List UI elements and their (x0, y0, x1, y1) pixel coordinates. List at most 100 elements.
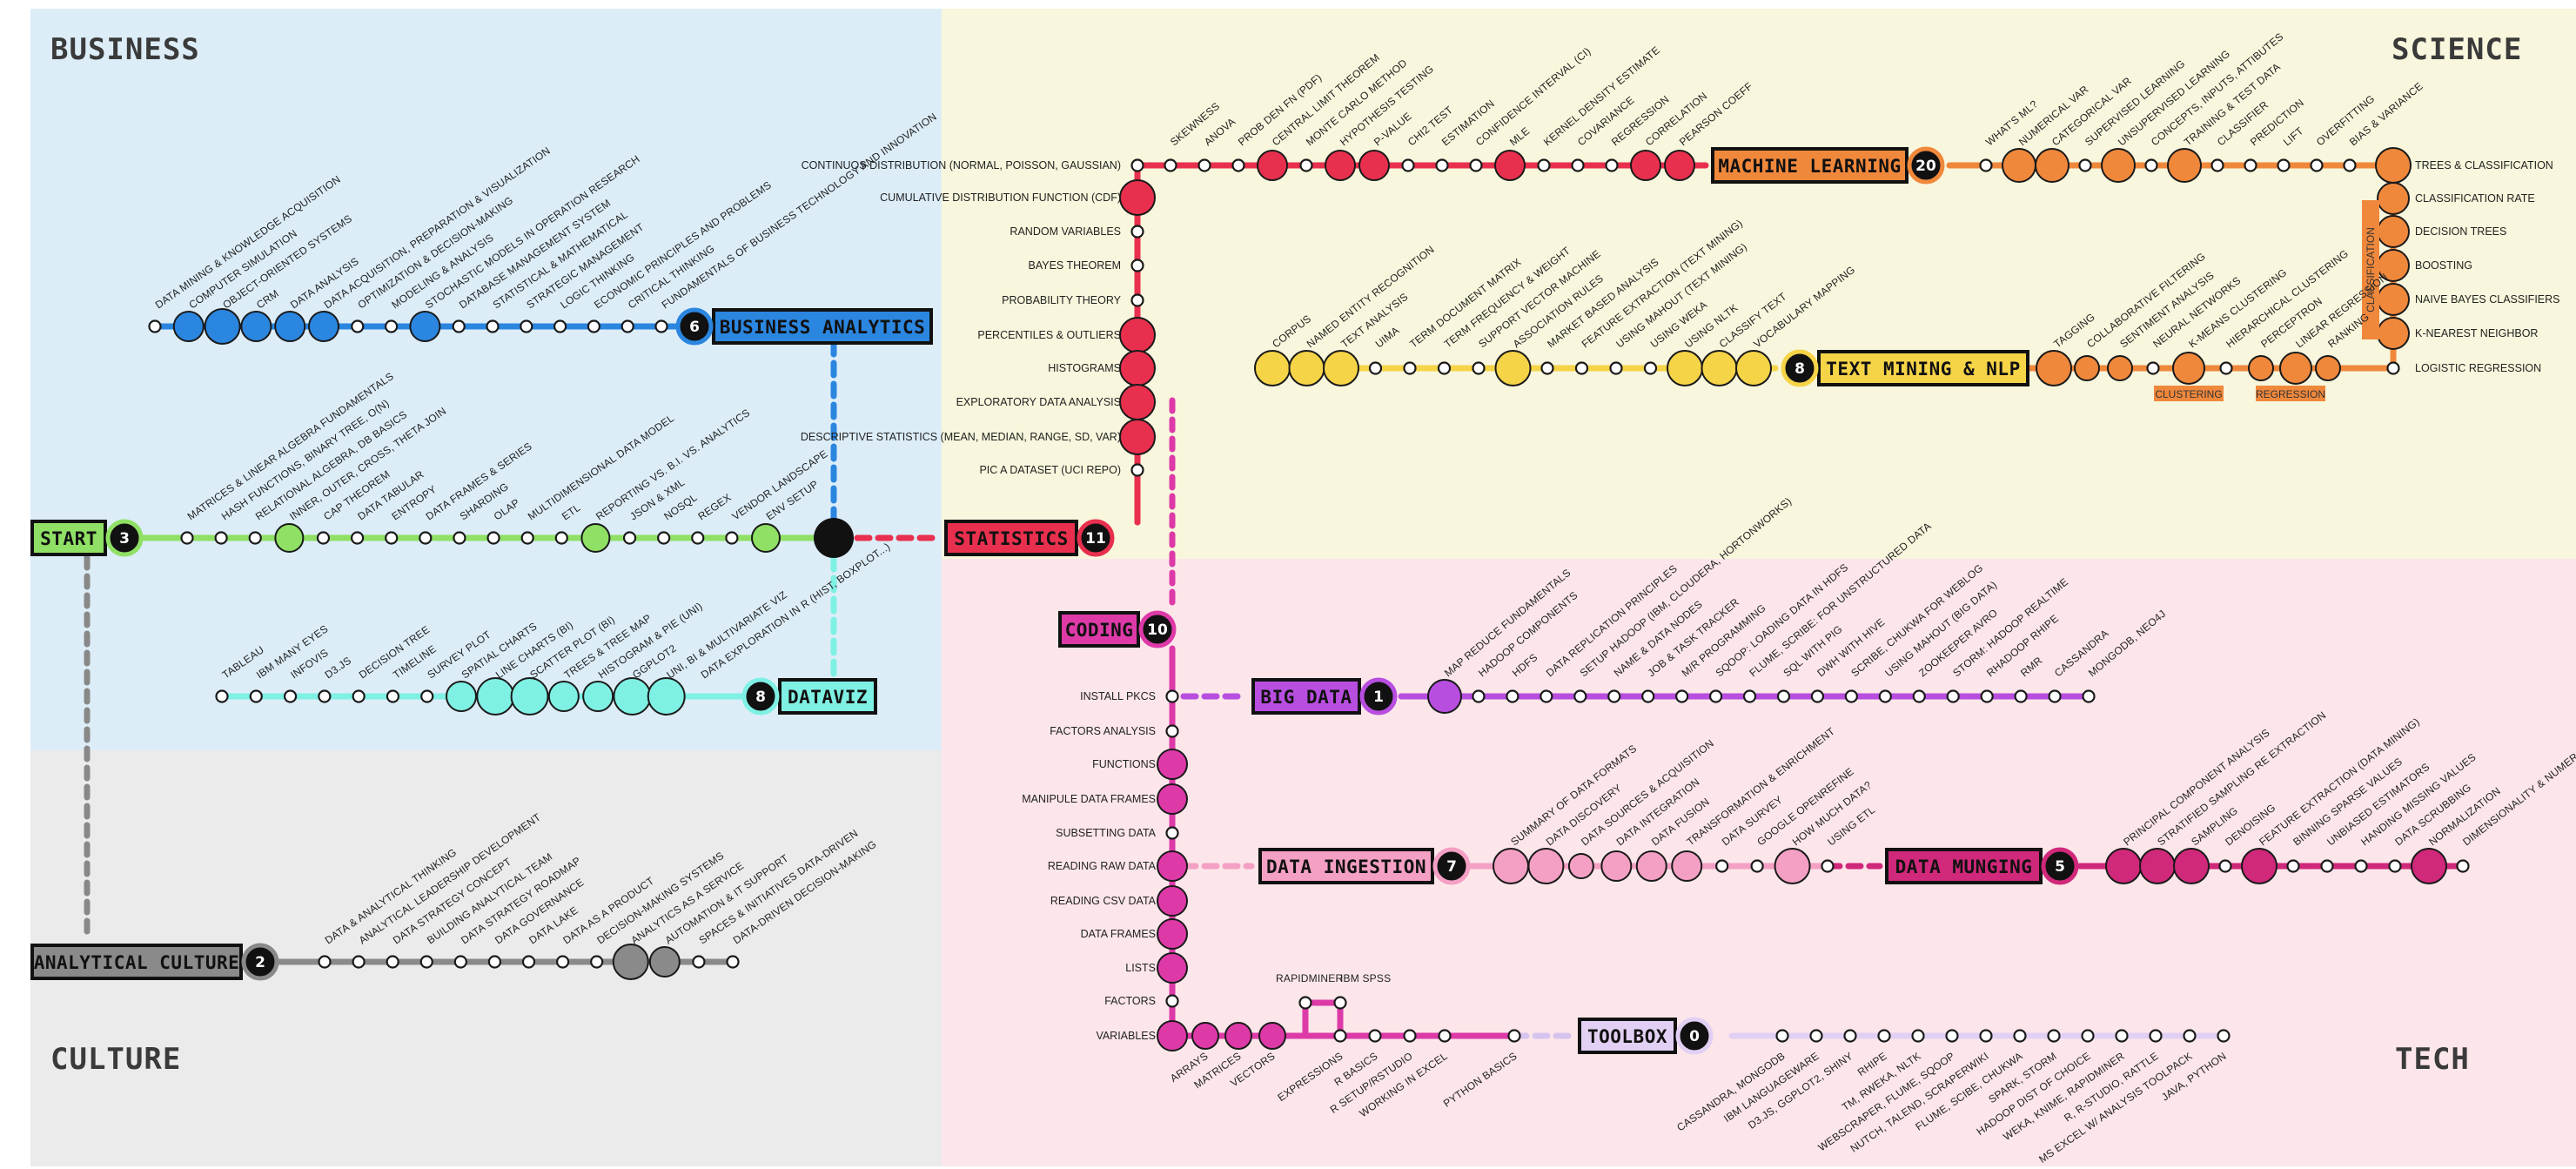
station (1165, 689, 1179, 703)
badge-number-ring (1675, 1017, 1714, 1055)
station-major (476, 677, 515, 716)
station-label: TREES & CLASSIFICATION (2415, 159, 2553, 171)
station-major (582, 681, 614, 712)
station-label: FUNCTIONS (1092, 758, 1156, 770)
station (692, 955, 706, 969)
station (1437, 361, 1452, 375)
station (318, 689, 332, 703)
tag-regression-label: REGRESSION (2256, 388, 2325, 400)
station-major (2139, 848, 2176, 884)
station (520, 531, 534, 545)
station (352, 955, 366, 969)
badge-number-ring (741, 677, 780, 716)
station-major (2377, 215, 2410, 248)
quadrant-label-business: BUSINESS (50, 32, 200, 67)
station (2014, 689, 2028, 703)
station-major (1600, 850, 1633, 882)
station (2078, 158, 2092, 172)
station (520, 319, 533, 333)
station-major (648, 946, 681, 978)
station-major (1119, 179, 1156, 216)
station-label: RAPIDMINER (1276, 972, 1343, 984)
station-major (1288, 350, 1325, 386)
station (1472, 361, 1486, 375)
bg-business (30, 9, 942, 750)
station (386, 955, 399, 969)
station (622, 531, 637, 545)
tag-classification (2362, 200, 2379, 339)
quadrant-labels: BUSINESS SCIENCE CULTURE TECH (50, 32, 2521, 1077)
station-label: FACTORS ANALYSIS (1050, 725, 1156, 737)
station-major (547, 681, 580, 712)
station (1809, 1029, 1823, 1043)
badge-number-ring (1077, 519, 1115, 557)
badge-box (712, 308, 933, 345)
station (1130, 225, 1144, 239)
station-major (510, 677, 549, 716)
station (1750, 859, 1764, 873)
quadrant-label-tech: TECH (2395, 1042, 2470, 1077)
station (350, 531, 365, 545)
station (1945, 1029, 1959, 1043)
station (1878, 689, 1892, 703)
station-major (580, 523, 611, 553)
station (657, 531, 671, 545)
badge-box (30, 944, 243, 980)
station-major (240, 311, 272, 342)
station (386, 689, 400, 703)
badge-number: 6 (689, 319, 700, 336)
station (1911, 1029, 1925, 1043)
badge-box (1578, 1018, 1677, 1054)
station (1333, 996, 1347, 1010)
station-major (1671, 850, 1703, 882)
station (2388, 859, 2402, 873)
station (1844, 689, 1858, 703)
badge-number: 20 (1915, 158, 1936, 175)
station (487, 955, 502, 969)
station (554, 531, 568, 545)
station (621, 319, 634, 333)
station (1197, 158, 1211, 172)
station (1130, 259, 1144, 272)
station-major (2172, 352, 2205, 385)
station-label: HISTOGRAMS (1048, 362, 1121, 374)
station-major (1527, 848, 1565, 884)
station-major (2167, 148, 2202, 183)
station-label: PROBABILITY THEORY (1002, 294, 1122, 306)
station-major (2377, 283, 2410, 316)
station-major (172, 311, 205, 342)
station (283, 689, 298, 703)
station (726, 955, 740, 969)
station (1403, 361, 1417, 375)
station-major (446, 681, 477, 712)
badge-number-ring (1138, 610, 1177, 648)
badge-number-ring (1359, 677, 1398, 716)
badge-label: DATA INGESTION (1266, 857, 1426, 877)
station (1403, 1029, 1417, 1043)
station-major (1325, 150, 1356, 181)
station-label: VARIABLES (1096, 1030, 1156, 1042)
station (2219, 361, 2233, 375)
station (2048, 689, 2062, 703)
badge-number: 8 (1794, 360, 1805, 378)
station-major (2279, 352, 2312, 385)
station-major (2002, 148, 2036, 183)
station-label: DESCRIPTIVE STATISTICS (MEAN, MEDIAN, RA… (801, 431, 1121, 443)
station (1607, 689, 1621, 703)
badge-label: BIG DATA (1260, 687, 1352, 708)
station-major (2173, 848, 2210, 884)
station (486, 319, 500, 333)
tag-regression (2256, 386, 2325, 401)
station-major (1774, 848, 1811, 884)
station (1742, 689, 1757, 703)
station-major (2377, 182, 2410, 215)
station (148, 319, 162, 333)
station (420, 689, 434, 703)
station (1506, 689, 1519, 703)
station-major (1493, 848, 1529, 884)
station (1333, 1029, 1347, 1043)
station (1130, 293, 1144, 307)
